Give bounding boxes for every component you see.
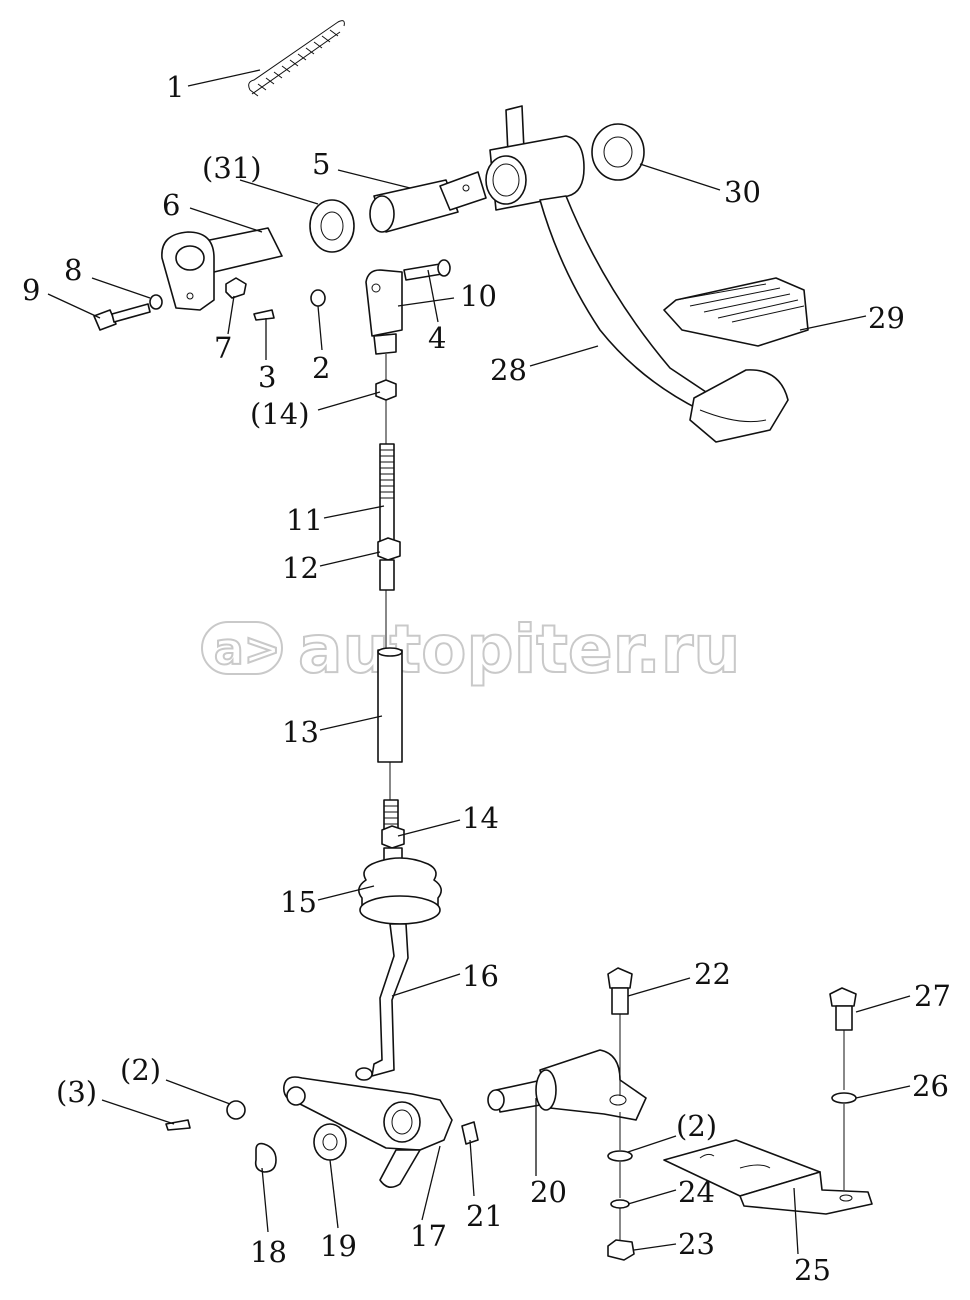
part-30-washer	[591, 123, 645, 181]
label-18: 18	[250, 1235, 287, 1269]
part-4-clevis-pin	[403, 259, 451, 281]
part-7-nut	[225, 277, 247, 299]
label-2: 2	[312, 351, 330, 385]
part-3-cotter-pin	[253, 309, 275, 321]
part-27-bolt	[829, 987, 857, 1090]
part-25-mounting-plate	[663, 1139, 873, 1215]
part-2-right-washer	[607, 1150, 633, 1162]
part-21-grease-fitting	[461, 1121, 479, 1145]
part-2-lower-washer	[226, 1100, 246, 1120]
watermark-logo-text: a>	[214, 624, 281, 675]
label-29: 29	[868, 301, 905, 335]
part-23-nut	[607, 1239, 635, 1261]
label-7: 7	[214, 331, 232, 365]
leader-lines	[47, 69, 911, 1255]
label-11: 11	[286, 503, 323, 537]
label-25: 25	[794, 1253, 831, 1287]
part-9-bolt	[93, 303, 151, 331]
label-12: 12	[282, 551, 319, 585]
part-8-washer	[149, 294, 163, 310]
part-22-bolt	[607, 967, 633, 1150]
label-27: 27	[914, 979, 951, 1013]
label-30: 30	[724, 175, 761, 209]
label-22: 22	[694, 957, 731, 991]
label-10: 10	[460, 279, 497, 313]
part-16-pull-rod	[371, 923, 409, 1077]
part-14-upper-nut	[375, 379, 397, 401]
label-1: 1	[166, 70, 184, 104]
part-24-lock-washer	[610, 1199, 630, 1209]
part-17-lever	[283, 1076, 453, 1188]
parts	[93, 20, 873, 1261]
label-2-right: (2)	[676, 1109, 717, 1143]
callout-labels: 1 (31) 5 30 6 8 9 7 3 2 10 4 29 28 (14) …	[22, 70, 951, 1287]
part-28-pedal-arm	[439, 105, 707, 411]
label-28: 28	[490, 353, 527, 387]
watermark-logo-frame	[201, 621, 283, 675]
watermark: a> autopiter.ru	[201, 610, 741, 689]
part-19-washer	[313, 1123, 347, 1161]
part-31-washer	[309, 199, 355, 253]
label-23: 23	[678, 1227, 715, 1261]
part-26-washer	[831, 1092, 857, 1104]
label-16: 16	[462, 959, 499, 993]
part-10-clevis	[365, 269, 403, 355]
part-18-circlip	[254, 1142, 277, 1173]
part-3-lower-pin	[165, 1119, 191, 1131]
part-2-washer	[310, 289, 326, 307]
label-20: 20	[530, 1175, 567, 1209]
part-29-pedal-pad	[663, 277, 809, 443]
part-11-threaded-rod	[379, 400, 395, 545]
label-5: 5	[312, 147, 330, 181]
part-14-lower-nut	[381, 825, 405, 849]
label-13: 13	[282, 715, 319, 749]
part-1-spring	[248, 20, 345, 97]
label-3: 3	[258, 360, 276, 394]
label-4: 4	[428, 321, 446, 355]
label-6: 6	[162, 188, 180, 222]
label-9: 9	[22, 273, 40, 307]
part-6-pivot-shaft	[161, 227, 283, 311]
label-14: 14	[462, 801, 499, 835]
watermark-text: autopiter.ru	[298, 611, 740, 688]
part-5-bushing	[369, 179, 459, 233]
label-21: 21	[466, 1199, 503, 1233]
label-24: 24	[678, 1175, 715, 1209]
label-26: 26	[912, 1069, 949, 1103]
part-13-adjusting-sleeve	[377, 647, 403, 763]
label-3-lower: (3)	[56, 1075, 97, 1109]
label-2-lower: (2)	[120, 1053, 161, 1087]
part-12-nut	[377, 537, 401, 561]
label-14-paren: (14)	[250, 397, 310, 431]
label-31: (31)	[202, 151, 262, 185]
label-8: 8	[64, 253, 82, 287]
label-15: 15	[280, 885, 317, 919]
label-19: 19	[320, 1229, 357, 1263]
part-20-shaft-bracket	[487, 1049, 647, 1121]
label-17: 17	[410, 1219, 447, 1253]
part-15-dust-boot	[358, 847, 442, 925]
